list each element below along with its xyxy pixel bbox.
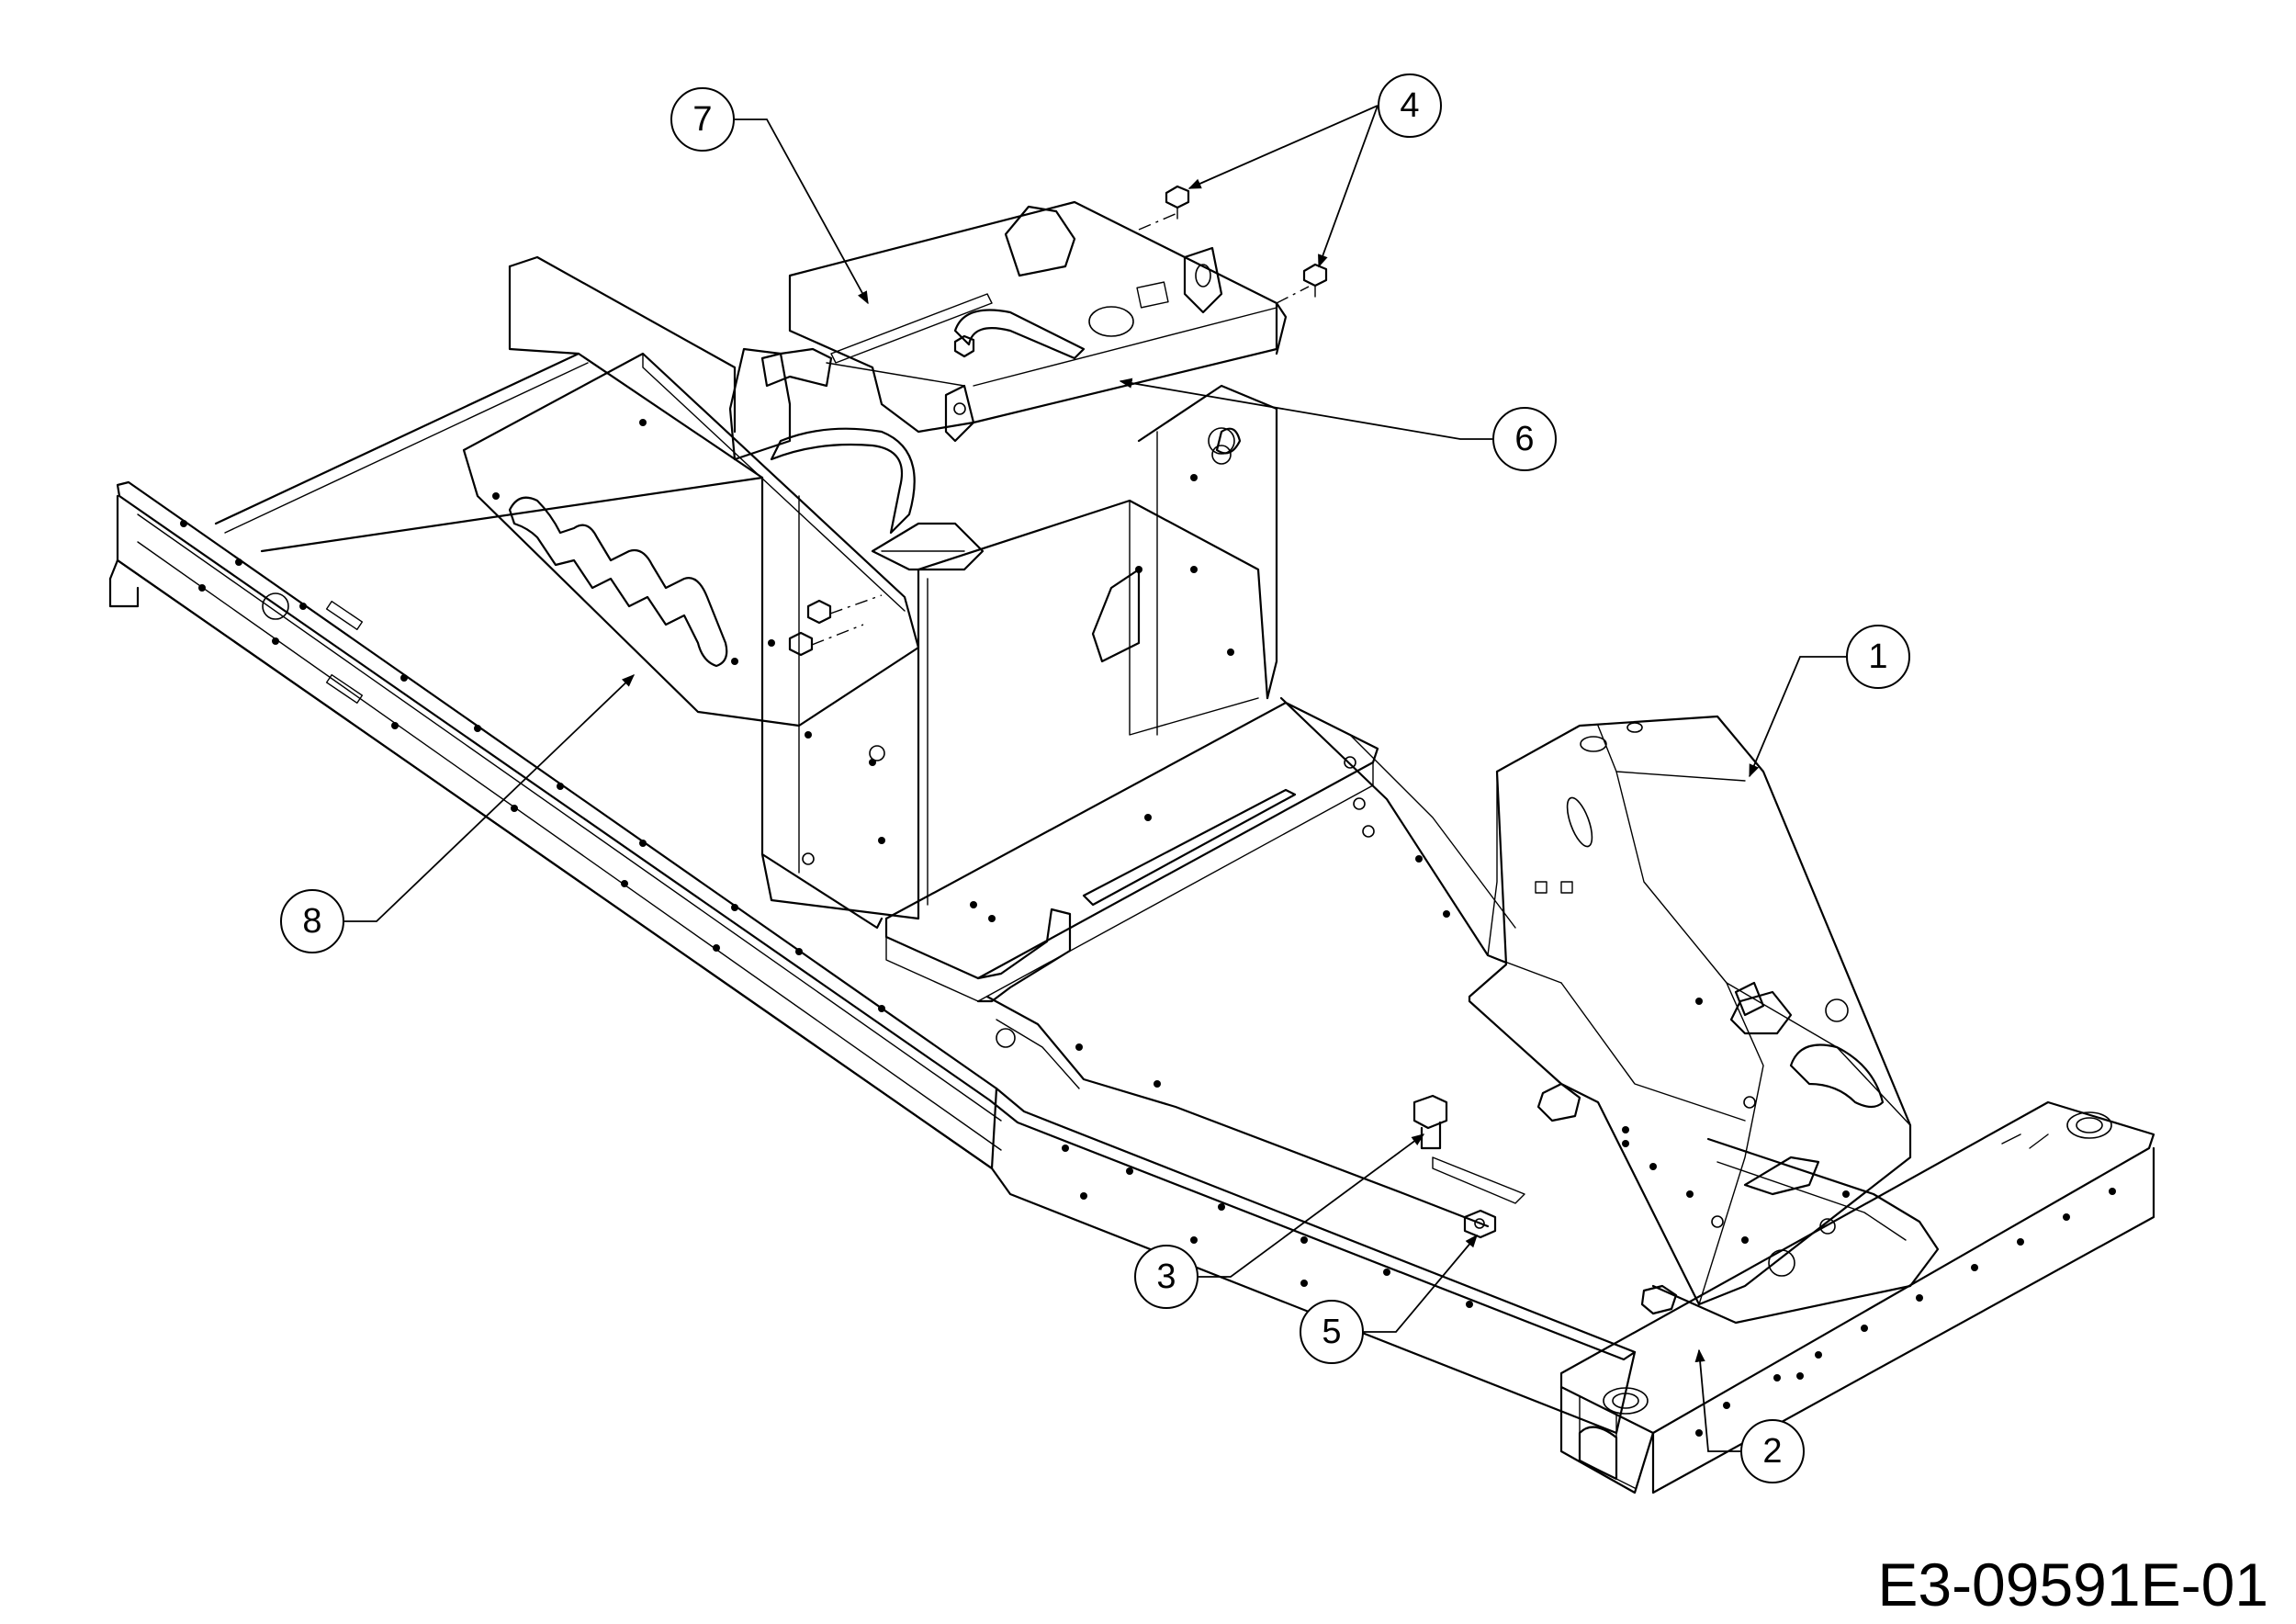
callout-5: 5	[1300, 1300, 1364, 1364]
rear-frame-floor	[214, 255, 1278, 930]
center-cross-plate	[884, 696, 1516, 1003]
front-bracket	[1468, 715, 1940, 1325]
seat-support-bracket	[728, 200, 1288, 663]
callout-label: 7	[692, 100, 712, 139]
callout-label: 8	[302, 902, 321, 941]
callout-6: 6	[1492, 407, 1557, 471]
callout-1: 1	[1846, 625, 1910, 689]
callout-4: 4	[1378, 73, 1442, 138]
leader-lines	[344, 105, 1846, 1452]
callout-label: 5	[1322, 1313, 1341, 1351]
callout-8: 8	[280, 889, 344, 953]
drawing-number: E3-09591E-01	[1877, 1551, 2268, 1618]
rail-holes	[180, 520, 1473, 1308]
screw-part-3	[1412, 1094, 1448, 1150]
nut-part-5	[1463, 1209, 1497, 1239]
callout-2: 2	[1740, 1419, 1805, 1483]
axle-beam-holes	[1695, 1188, 2116, 1437]
callout-label: 2	[1762, 1432, 1782, 1471]
callout-label: 6	[1514, 420, 1534, 458]
nut-part-6	[953, 334, 975, 358]
front-axle-beam	[1559, 1100, 2155, 1494]
cover-plate-screws	[788, 594, 883, 657]
screws-part-4	[1165, 185, 1328, 298]
cover-plate	[462, 352, 920, 727]
callout-label: 4	[1400, 86, 1419, 125]
right-front-rail	[985, 995, 1490, 1228]
callout-3: 3	[1134, 1245, 1199, 1309]
left-side-rail	[108, 480, 1637, 1435]
callout-label: 3	[1156, 1257, 1176, 1296]
callout-7: 7	[670, 87, 735, 152]
callout-label: 1	[1868, 637, 1887, 676]
